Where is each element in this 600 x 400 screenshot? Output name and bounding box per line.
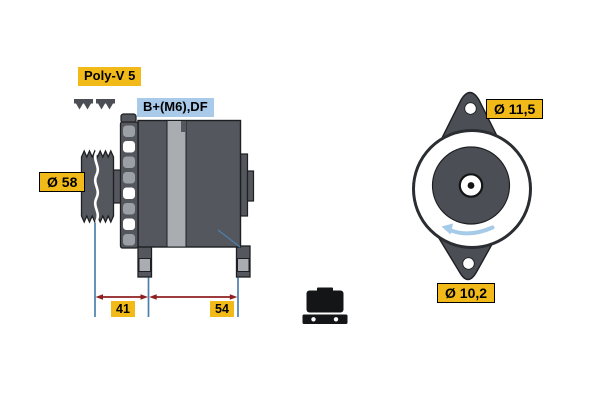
dimension-54-label: 54 [210,301,234,318]
mounting-hole-top [464,102,477,115]
front-view-drawing [412,91,532,281]
poly-v-belt-cross-section-icon [74,99,115,110]
vent-slots [123,125,135,246]
regulator-step-outer [239,153,249,217]
terminals-label: B+(M6),DF [137,98,214,117]
dimension-lines [94,223,239,317]
belt-type-label: Poly-V 5 [78,67,142,86]
plug-connector-icon [302,287,348,324]
dimension-arrow-54 [149,294,238,300]
dimension-arrow-41 [95,294,148,300]
dimension-41-label: 41 [111,301,135,318]
stator-band-notch [181,121,186,132]
pulley-diameter-label: Ø 58 [39,172,86,193]
foot-pad-right [237,258,250,272]
foot-pad-left [138,258,151,272]
mounting-hole-bottom [462,257,475,270]
vent-column [119,121,139,249]
shaft-center-dot [467,182,475,189]
housing-taper-line [217,229,241,248]
pulley-break-line [93,150,100,223]
rotation-direction-arrow-icon [441,223,495,236]
regulator-step-inner [246,170,255,202]
mounting-hole-top-label: Ø 11,5 [486,99,544,120]
side-view-drawing [80,113,255,278]
stator-band [166,120,187,248]
mounting-hole-bottom-label: Ø 10,2 [437,283,496,304]
housing-body [137,119,242,248]
